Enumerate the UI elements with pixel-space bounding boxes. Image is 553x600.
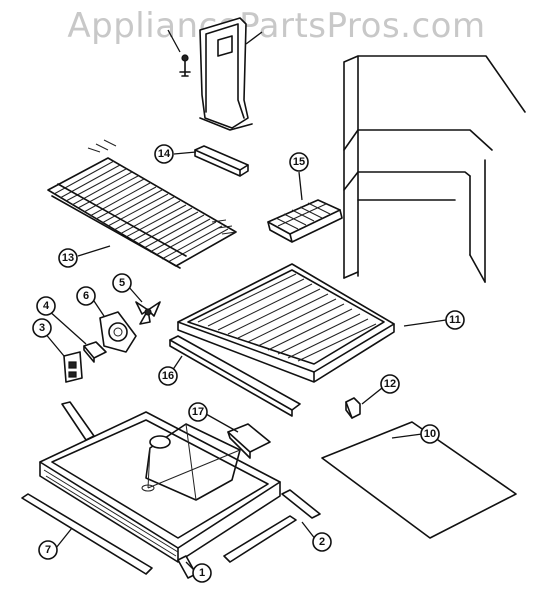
svg-text:1: 1 bbox=[199, 567, 205, 579]
rail-7 bbox=[21, 493, 153, 575]
svg-text:7: 7 bbox=[45, 544, 51, 556]
callout-15: 15 bbox=[289, 152, 309, 172]
svg-text:6: 6 bbox=[83, 290, 89, 302]
svg-text:16: 16 bbox=[162, 370, 174, 382]
callout-6: 6 bbox=[76, 286, 96, 306]
callout-1: 1 bbox=[192, 563, 212, 583]
svg-text:5: 5 bbox=[119, 277, 125, 289]
glass-panel-10 bbox=[321, 421, 517, 539]
callout-5: 5 bbox=[112, 273, 132, 293]
trim-strip-16 bbox=[169, 335, 301, 417]
callout-2: 2 bbox=[312, 532, 332, 552]
svg-text:2: 2 bbox=[319, 536, 325, 548]
svg-text:12: 12 bbox=[384, 378, 396, 390]
svg-text:14: 14 bbox=[158, 148, 171, 160]
bracket-4 bbox=[83, 341, 107, 363]
crisper-cover bbox=[177, 263, 395, 383]
svg-text:11: 11 bbox=[449, 314, 461, 326]
svg-text:4: 4 bbox=[43, 300, 50, 312]
base-pan bbox=[39, 411, 281, 563]
side-rail-top bbox=[61, 401, 95, 441]
callout-4: 4 bbox=[36, 296, 56, 316]
svg-text:3: 3 bbox=[39, 322, 45, 334]
wire-shelf bbox=[47, 139, 237, 269]
ice-tray bbox=[267, 199, 343, 243]
bracket-14 bbox=[194, 145, 249, 177]
svg-text:13: 13 bbox=[62, 252, 74, 264]
cabinet-outline bbox=[343, 55, 526, 283]
callout-16: 16 bbox=[158, 366, 178, 386]
callout-7: 7 bbox=[38, 540, 58, 560]
callout-14: 14 bbox=[154, 144, 174, 164]
callout-3: 3 bbox=[32, 318, 52, 338]
callout-10: 10 bbox=[420, 424, 440, 444]
callout-12: 12 bbox=[380, 374, 400, 394]
svg-text:15: 15 bbox=[293, 156, 305, 168]
callout-11: 11 bbox=[445, 310, 465, 330]
cover-17 bbox=[227, 423, 271, 459]
fan-bracket bbox=[99, 311, 137, 353]
callout-13: 13 bbox=[58, 248, 78, 268]
svg-text:17: 17 bbox=[192, 406, 204, 418]
callout-17: 17 bbox=[188, 402, 208, 422]
clip-12 bbox=[345, 397, 361, 419]
rail-2 bbox=[281, 489, 321, 519]
fan-blade bbox=[135, 301, 161, 325]
switch-3 bbox=[63, 351, 83, 383]
evaporator-cover bbox=[179, 17, 253, 131]
svg-text:10: 10 bbox=[424, 428, 436, 440]
